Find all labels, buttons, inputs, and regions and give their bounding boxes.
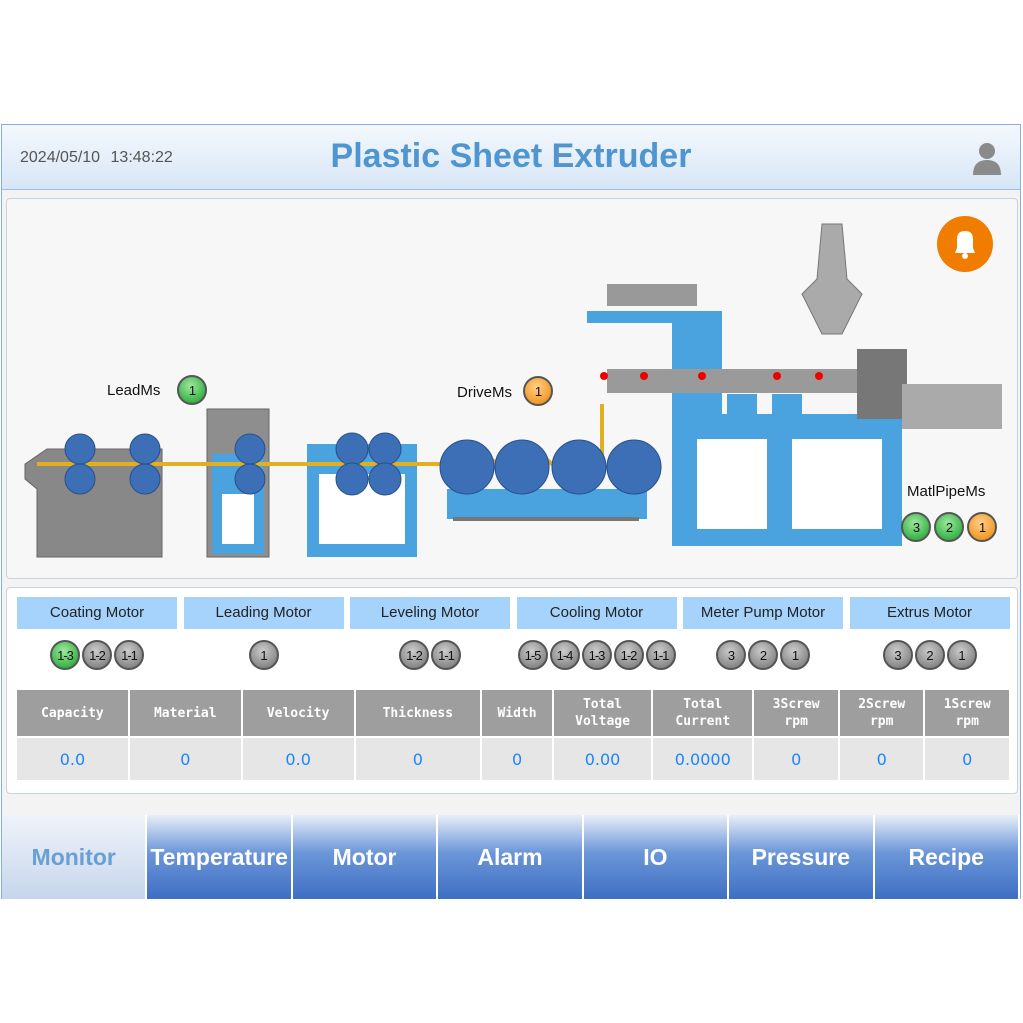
- header: 2024/05/10 13:48:22 Plastic Sheet Extrud…: [2, 125, 1020, 190]
- leadms-label: LeadMs: [107, 382, 161, 399]
- table-value: 0.00: [551, 736, 654, 782]
- motor-lamps: 1: [184, 640, 344, 670]
- table-header: Material: [127, 688, 243, 738]
- leadms-lamp: 1: [177, 375, 207, 405]
- motor-status-lamp: 3: [716, 640, 746, 670]
- table-value: 0.0000: [651, 736, 755, 782]
- motor-header-5: Extrus Motor: [849, 597, 1010, 629]
- table-header: 2Screw rpm: [837, 688, 926, 738]
- table-value: 0: [837, 736, 926, 782]
- motor-status-lamp: 1-1: [114, 640, 144, 670]
- nav-tab-motor[interactable]: Motor: [292, 815, 439, 899]
- table-value: 0: [923, 736, 1011, 782]
- table-header: Velocity: [240, 688, 356, 738]
- motor-status-lamp: 1-1: [431, 640, 461, 670]
- date: 2024/05/10: [20, 149, 101, 166]
- matlpipems-lamps: 3 2 1: [901, 512, 997, 542]
- table-header: 3Screw rpm: [752, 688, 840, 738]
- motor-status-lamp: 2: [748, 640, 778, 670]
- table-value: 0: [752, 736, 840, 782]
- motor-status-lamp: 1-3: [50, 640, 80, 670]
- motor-status-lamp: 2: [914, 640, 945, 670]
- lamp: 2: [934, 512, 964, 542]
- table-header: Capacity: [15, 688, 130, 738]
- lamp: 3: [901, 512, 931, 542]
- motor-header-3: Cooling Motor: [516, 597, 677, 629]
- hmi-window: 2024/05/10 13:48:22 Plastic Sheet Extrud…: [1, 124, 1021, 899]
- motor-header-4: Meter Pump Motor: [683, 597, 843, 629]
- nav-tab-io[interactable]: IO: [583, 815, 730, 899]
- drivems-label: DriveMs: [457, 384, 512, 401]
- nav-tab-pressure[interactable]: Pressure: [729, 815, 875, 899]
- motor-status-lamp: 1-3: [581, 640, 612, 670]
- table-value: 0.0: [240, 736, 356, 782]
- lamp: 1: [967, 512, 997, 542]
- table-value: 0: [480, 736, 554, 782]
- table-header: Total Voltage: [551, 688, 654, 738]
- user-icon[interactable]: [972, 141, 1002, 175]
- motor-status-lamp: 1: [780, 640, 810, 670]
- drivems-lamp: 1: [523, 376, 553, 406]
- nav-tab-recipe[interactable]: Recipe: [874, 815, 1020, 899]
- table-value: 0: [353, 736, 483, 782]
- alarm-bell-icon[interactable]: [936, 215, 994, 273]
- motor-header-2: Leveling Motor: [350, 597, 510, 629]
- process-diagram: LeadMs 1 DriveMs 1 MatlPipeMs 3 2 1: [6, 198, 1018, 579]
- table-header: 1Screw rpm: [923, 688, 1011, 738]
- motor-status-lamp: 1: [946, 640, 977, 670]
- motor-status-lamp: 1-2: [82, 640, 112, 670]
- motor-status-lamp: 1-1: [645, 640, 676, 670]
- motor-status-lamp: 1-2: [613, 640, 644, 670]
- motor-header-0: Coating Motor: [17, 597, 177, 629]
- datetime: 2024/05/10 13:48:22: [20, 149, 173, 167]
- page-title: Plastic Sheet Extruder: [330, 137, 692, 175]
- motor-header-1: Leading Motor: [183, 597, 344, 629]
- motor-status-lamp: 1-2: [399, 640, 429, 670]
- nav-tab-temperature[interactable]: Temperature: [147, 815, 293, 899]
- motor-status-lamp: 3: [882, 640, 913, 670]
- table-header: Width: [480, 688, 554, 738]
- table-value: 0.0: [15, 736, 130, 782]
- table-header: Thickness: [353, 688, 483, 738]
- motor-status-lamp: 1: [248, 640, 279, 670]
- nav-tab-alarm[interactable]: Alarm: [438, 815, 584, 899]
- motor-status-lamp: 1-5: [517, 640, 548, 670]
- motor-status-lamp: 1-4: [549, 640, 580, 670]
- table-value: 0: [127, 736, 243, 782]
- nav-tab-monitor[interactable]: Monitor: [2, 815, 148, 899]
- time: 13:48:22: [110, 149, 173, 166]
- table-header: Total Current: [651, 688, 755, 738]
- lamp: 1: [523, 376, 553, 406]
- lamp: 1: [177, 375, 207, 405]
- matlpipems-label: MatlPipeMs: [907, 483, 986, 500]
- extruder-line-illustration: [24, 223, 1002, 558]
